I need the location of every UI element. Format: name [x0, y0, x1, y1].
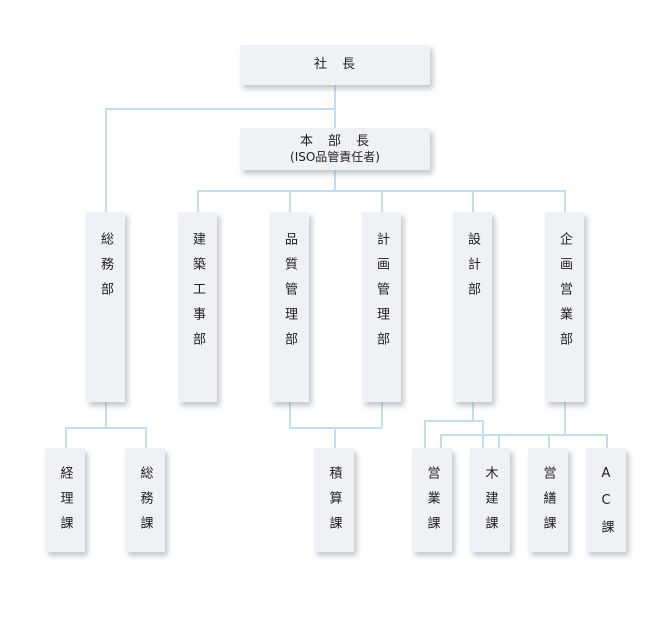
president-label: 社 長 — [313, 57, 356, 73]
org-node-keiri-ka: 経理課 — [45, 448, 85, 552]
connector-bus-kenchiku-drop — [197, 190, 199, 212]
connector-president-gm — [334, 85, 336, 128]
org-node-kikaku-eigyo-bu: 企画営業部 — [545, 212, 584, 402]
connector-sekisan-drop — [334, 427, 336, 448]
connector-president-left-branch — [105, 108, 335, 110]
org-node-general-manager: 本 部 長 (ISO品管責任者) — [240, 128, 430, 170]
connector-bus-hinshitsu-drop — [289, 190, 291, 212]
connector-bus-sekkei-drop — [472, 190, 474, 212]
connector-bus-kikaku-drop — [564, 190, 566, 212]
connector-soumu-down — [105, 402, 107, 427]
org-node-sekkei-bu: 設計部 — [453, 212, 492, 402]
connector-kikaku-children-bus — [440, 434, 606, 436]
general-manager-title: 本 部 長 — [299, 133, 370, 149]
connector-soumu-children-bus — [65, 427, 145, 429]
connector-kikaku-mokken-drop — [498, 434, 500, 448]
org-node-ac-ka: AC課 — [586, 448, 626, 552]
connector-sekkei-down — [472, 402, 474, 420]
connector-hinshitsu-down — [289, 402, 291, 427]
connector-bus-keikaku-drop — [381, 190, 383, 212]
connector-soumuka-drop — [145, 427, 147, 448]
section-label: 積算課 — [326, 466, 342, 541]
dept-label: 計画管理部 — [374, 232, 389, 357]
dept-label: 総務部 — [98, 232, 113, 307]
org-node-soumu-bu: 総務部 — [86, 212, 125, 402]
org-node-sekisan-ka: 積算課 — [314, 448, 354, 552]
connector-keiri-drop — [65, 427, 67, 448]
dept-label: 設計部 — [465, 232, 480, 307]
dept-label: 建築工事部 — [190, 232, 205, 357]
dept-label: 品質管理部 — [282, 232, 297, 357]
section-label: 営業課 — [424, 466, 440, 541]
org-node-mokken-ka: 木建課 — [470, 448, 510, 552]
section-label: 営繕課 — [540, 466, 556, 541]
connector-kikaku-eigyo-drop — [440, 434, 442, 448]
org-node-hinshitsu-kanri-bu: 品質管理部 — [270, 212, 309, 402]
org-node-eizen-ka: 営繕課 — [528, 448, 568, 552]
connector-eizen-drop — [548, 434, 550, 448]
connector-ac-drop — [606, 434, 608, 448]
general-manager-subtitle: (ISO品管責任者) — [290, 150, 380, 165]
org-node-soumu-ka: 総務課 — [125, 448, 165, 552]
connector-sekkei-children-bus — [424, 420, 482, 422]
org-node-president: 社 長 — [240, 45, 430, 85]
connector-kikaku-down — [564, 402, 566, 434]
connector-keikaku-down — [381, 402, 383, 427]
org-node-eigyo-ka: 営業課 — [412, 448, 452, 552]
dept-label: 企画営業部 — [557, 232, 572, 357]
connector-sekkei-eigyo-drop — [424, 420, 426, 448]
org-node-keikaku-kanri-bu: 計画管理部 — [362, 212, 401, 402]
connector-gm-bus-drop — [334, 170, 336, 190]
org-node-kenchiku-koji-bu: 建築工事部 — [178, 212, 217, 402]
connector-sekisan-bus — [289, 427, 382, 429]
section-label: AC課 — [598, 466, 614, 545]
section-label: 総務課 — [137, 466, 153, 541]
connector-branch-soumu-drop — [105, 108, 107, 212]
section-label: 木建課 — [482, 466, 498, 541]
section-label: 経理課 — [57, 466, 73, 541]
